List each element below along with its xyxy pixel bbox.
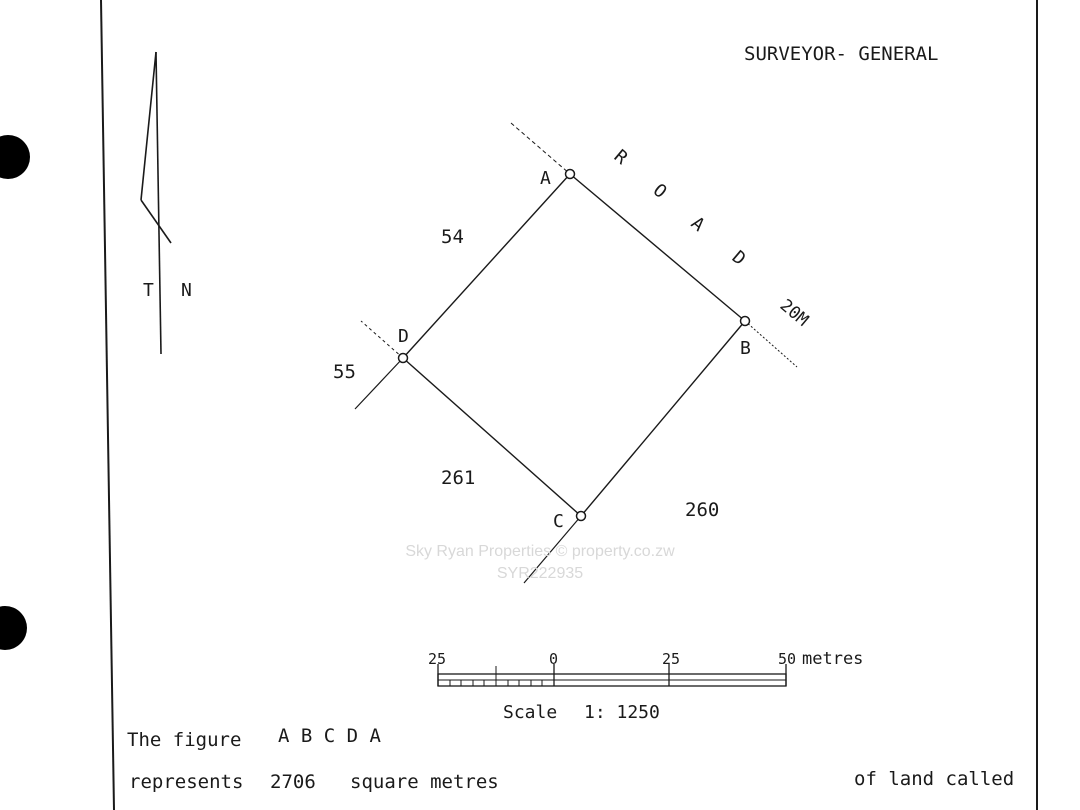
neighbour-label-261: 261: [441, 467, 475, 489]
beacon-b: [739, 315, 751, 327]
road-width-label: 20M: [776, 296, 812, 331]
boundary-side-da: [402, 173, 571, 359]
scale-tick-label-0: 0: [549, 650, 558, 668]
area-value-text: 2706: [270, 771, 316, 793]
land-called-text: of land called: [854, 768, 1014, 790]
north-arrow-label-t: T: [143, 280, 154, 301]
scale-bar: [437, 664, 787, 687]
extension-line-d: [354, 357, 404, 410]
beacon-d: [397, 352, 409, 364]
scale-unit-label: metres: [802, 649, 863, 669]
neighbour-label-55: 55: [333, 361, 356, 383]
figure-letters-text: A B C D A: [278, 725, 382, 747]
neighbour-label-54: 54: [441, 226, 464, 248]
road-letter-o: O: [649, 180, 671, 203]
scale-tick-label-25: 25: [662, 650, 680, 668]
road-edge-dashed-right: [744, 320, 798, 368]
parcel-boundary: [402, 173, 746, 517]
scale-tick-label-50: 50: [778, 650, 796, 668]
scale-ratio: 1: 1250: [584, 702, 660, 723]
boundary-side-ab: [569, 173, 746, 322]
punch-hole-top: [0, 135, 30, 179]
area-unit-text: square metres: [350, 771, 499, 793]
watermark-line-1: Sky Ryan Properties © property.co.zw: [405, 543, 675, 560]
north-arrow-label-n: N: [181, 280, 192, 301]
north-arrow-icon: [140, 51, 172, 355]
road-letter-d: D: [728, 247, 750, 270]
punch-hole-bottom: [0, 606, 27, 650]
neighbour-label-260: 260: [685, 499, 719, 521]
beacon-a: [564, 168, 576, 180]
figure-prefix-text: The figure: [127, 729, 241, 751]
road-letter-a: A: [687, 213, 709, 236]
represents-prefix-text: represents: [129, 771, 243, 793]
corner-label-c: C: [553, 511, 564, 532]
boundary-side-cd: [402, 357, 582, 517]
road-edge-dashed-left: [510, 122, 571, 175]
beacon-c: [575, 510, 587, 522]
corner-label-d: D: [398, 326, 409, 347]
road-letter-r: R: [610, 146, 632, 169]
surveyor-general-title: SURVEYOR- GENERAL: [744, 43, 938, 65]
watermark-line-2: SYR222935: [497, 565, 583, 582]
extension-line-d-dashed: [360, 320, 404, 359]
left-border-line: [100, 0, 115, 810]
scale-label: Scale: [503, 702, 557, 723]
extension-line-c: [523, 515, 582, 584]
scale-tick-label-minus-25: 25: [428, 650, 446, 668]
boundary-side-bc: [580, 320, 746, 517]
corner-label-b: B: [740, 338, 751, 359]
corner-label-a: A: [540, 168, 551, 189]
